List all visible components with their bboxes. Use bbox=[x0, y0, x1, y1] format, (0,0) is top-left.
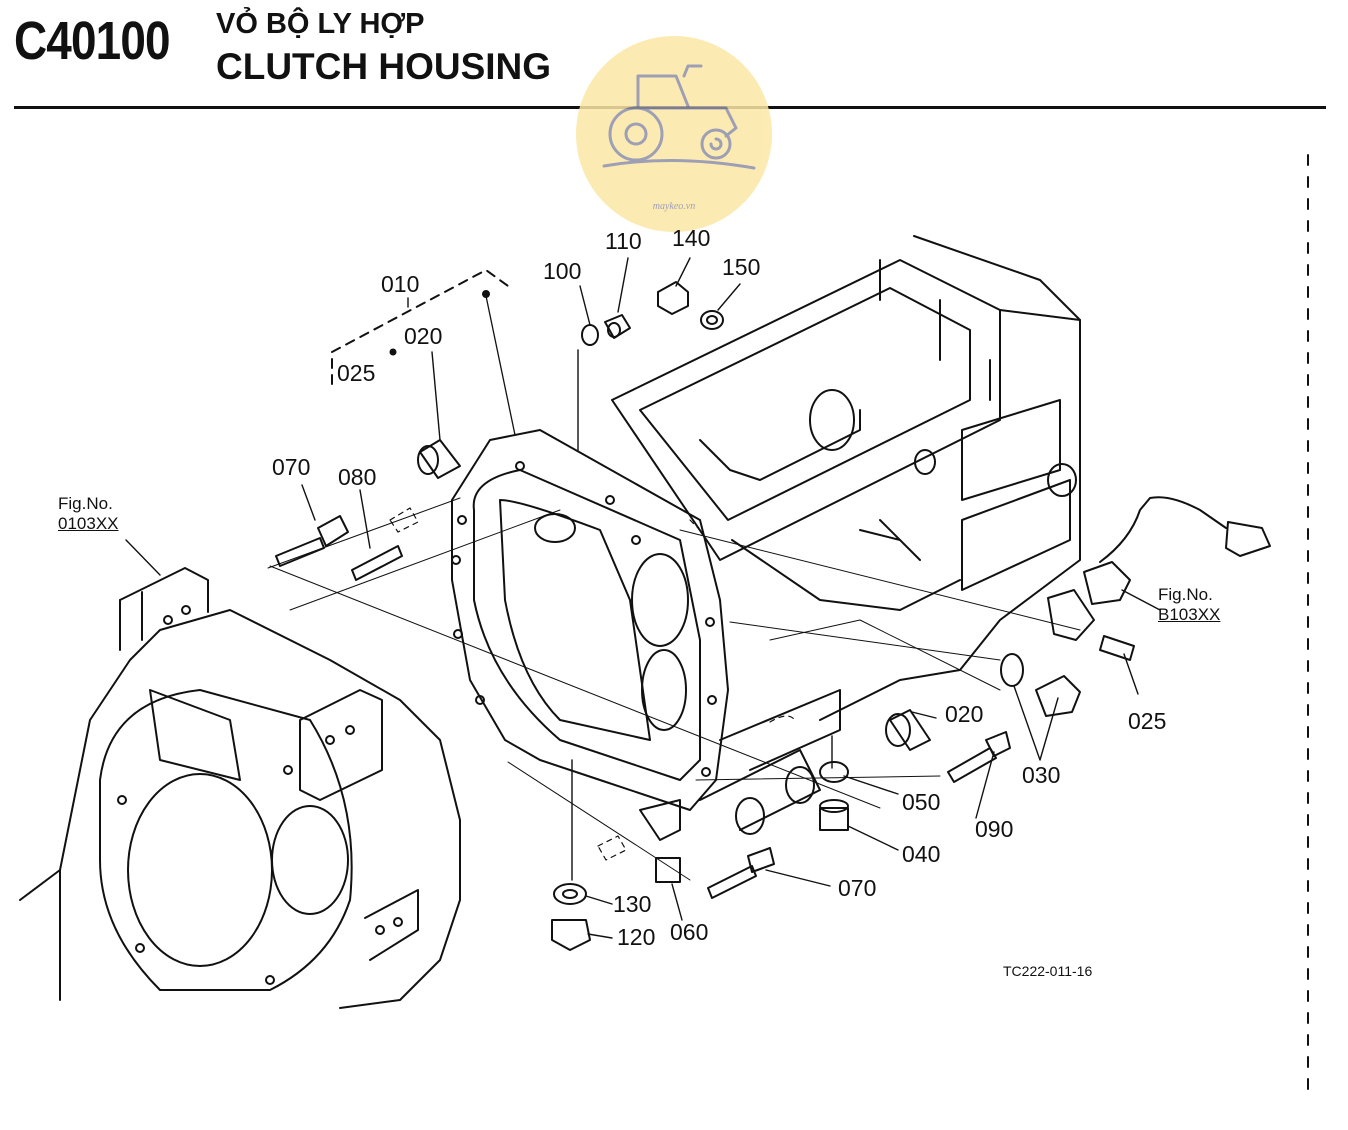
callout-030: 030 bbox=[1022, 762, 1061, 788]
figure-reference-0103XX: Fig.No. 0103XX bbox=[58, 494, 119, 535]
title-vietnamese: VỎ BỘ LY HỢP bbox=[216, 8, 425, 40]
gasket-150 bbox=[700, 310, 724, 330]
tractor-icon bbox=[602, 64, 756, 170]
callout-050: 050 bbox=[902, 789, 941, 815]
callout-040: 040 bbox=[902, 841, 941, 867]
bolt-070 bbox=[275, 537, 325, 567]
leader-lines bbox=[125, 257, 1161, 939]
clutch-housing-body bbox=[611, 235, 1081, 721]
callout-020-lower: 020 bbox=[945, 701, 984, 727]
callout-025-right: 025 bbox=[1128, 708, 1167, 734]
figure-ref-prefix: Fig.No. bbox=[58, 494, 113, 513]
figure-ref-number: B103XX bbox=[1158, 605, 1221, 625]
plug-120 bbox=[551, 919, 591, 951]
callout-010: 010 bbox=[381, 271, 420, 297]
washer-030 bbox=[1000, 653, 1024, 687]
drawing-number: TC222-011-16 bbox=[1003, 963, 1093, 979]
gasket-050 bbox=[819, 761, 849, 783]
stud-080 bbox=[351, 545, 403, 581]
engine-block-flange bbox=[19, 567, 461, 1009]
small-parts bbox=[275, 281, 1271, 951]
callout-130: 130 bbox=[613, 891, 652, 917]
figure-ref-number: 0103XX bbox=[58, 514, 119, 534]
callout-020: 020 bbox=[404, 323, 443, 349]
callout-150: 150 bbox=[722, 254, 761, 280]
sensor-wire bbox=[1099, 496, 1227, 563]
nut-110 bbox=[604, 314, 631, 339]
callout-120: 120 bbox=[617, 924, 656, 950]
callout-140: 140 bbox=[672, 225, 711, 251]
gasket-130 bbox=[553, 883, 587, 905]
callout-070-lower: 070 bbox=[838, 875, 877, 901]
figure-ref-prefix: Fig.No. bbox=[1158, 585, 1213, 604]
callout-100: 100 bbox=[543, 258, 582, 284]
bushing-020 bbox=[419, 439, 461, 479]
plug-140 bbox=[657, 281, 689, 315]
lower-bosses bbox=[639, 689, 841, 841]
watermark-text: maykeo.vn bbox=[652, 201, 696, 212]
alignment-lines bbox=[267, 497, 1081, 881]
title-english: CLUTCH HOUSING bbox=[216, 46, 552, 87]
callout-110: 110 bbox=[605, 228, 642, 254]
bracket-dot bbox=[389, 348, 397, 356]
callout-060: 060 bbox=[670, 919, 709, 945]
section-code: C40100 bbox=[14, 11, 171, 71]
callout-025: 025 bbox=[337, 360, 376, 386]
callout-090: 090 bbox=[975, 816, 1014, 842]
callout-070: 070 bbox=[272, 454, 311, 480]
bushing-020-lower bbox=[889, 709, 931, 751]
plug-030 bbox=[1035, 675, 1081, 717]
plug-040 bbox=[819, 807, 849, 831]
watermark-logo: maykeo.vn bbox=[576, 36, 772, 232]
figure-reference-B103XX: Fig.No. B103XX bbox=[1158, 585, 1220, 626]
bolt-025 bbox=[1099, 635, 1135, 661]
bolt-090 bbox=[947, 747, 997, 783]
washer-100 bbox=[581, 324, 599, 346]
callout-080: 080 bbox=[338, 464, 377, 490]
bolt-070-lower bbox=[707, 865, 757, 899]
sensor-switch bbox=[1083, 561, 1131, 605]
hidden-lines bbox=[389, 507, 797, 861]
plug-060 bbox=[655, 857, 681, 883]
assembly-bracket bbox=[331, 269, 509, 385]
sensor-connector bbox=[1225, 521, 1271, 557]
housing-flange bbox=[451, 429, 729, 811]
